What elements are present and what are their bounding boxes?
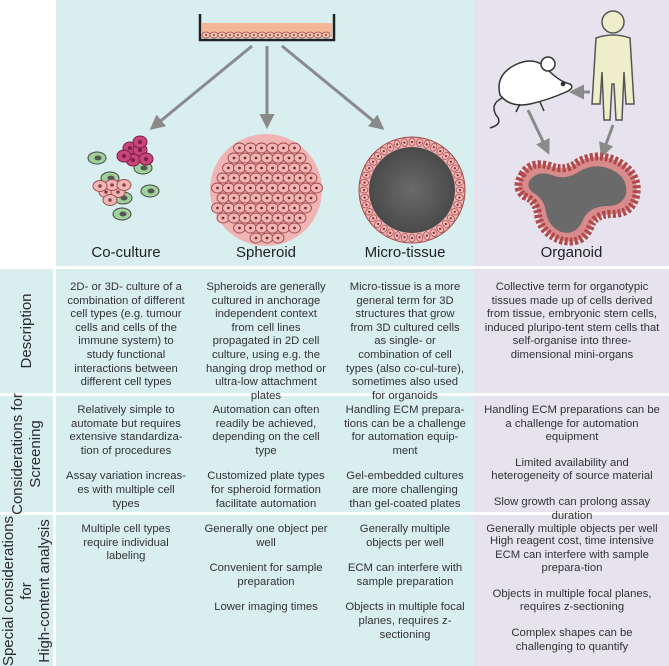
row-label-screening-text: Considerations for Screening	[8, 393, 44, 515]
row-label-description-text: Description	[17, 293, 35, 369]
cell-description-spheroid: Spheroids are generally cultured in anch…	[206, 281, 326, 402]
description-organoid-bg	[474, 269, 669, 393]
column-header-organoid: Organoid	[540, 244, 603, 261]
cell-screening-coculture: Relatively simple to automate but requir…	[66, 404, 186, 510]
cell-description-microtissue: Micro-tissue is a more general term for …	[345, 281, 465, 402]
row-label-hca: Special considerations for High-content …	[0, 515, 53, 666]
spheroid-icon	[210, 134, 323, 246]
culture-dish-icon	[198, 14, 336, 42]
arrow-to-microtissue	[281, 44, 385, 130]
column-header-spheroid: Spheroid	[235, 244, 297, 261]
human-icon	[591, 10, 635, 121]
cell-screening-microtissue: Handling ECM prepara-tions can be a chal…	[344, 404, 466, 510]
column-header-microtissue: Micro-tissue	[364, 244, 446, 261]
arrow-human-to-organoid	[599, 124, 615, 158]
cell-screening-organoid: Handling ECM preparations can be a chall…	[484, 404, 660, 548]
cell-description-coculture: 2D- or 3D- culture of a combination of d…	[67, 281, 185, 389]
cell-hca-coculture: Multiple cell types require individual l…	[81, 523, 171, 563]
organoid-icon	[514, 152, 641, 246]
row-label-screening: Considerations for Screening	[0, 393, 53, 515]
coculture-cells-icon	[87, 135, 160, 221]
row-label-hca-text: Special considerations for High-content …	[0, 515, 53, 666]
arrow-mouse-to-organoid	[526, 109, 550, 155]
cell-screening-spheroid: Automation can often readily be achieved…	[207, 404, 325, 510]
column-header-coculture: Co-culture	[91, 244, 161, 261]
mouse-icon	[489, 56, 573, 129]
description-row-bg	[56, 269, 474, 393]
hca-organoid-bg	[474, 515, 669, 666]
arrow-to-coculture	[149, 44, 253, 130]
row-label-description: Description	[0, 269, 53, 393]
screening-organoid-bg	[474, 396, 669, 512]
culture-models-illustration	[87, 10, 641, 246]
cell-description-organoid: Collective term for organotypic tissues …	[484, 281, 660, 361]
microtissue-icon	[358, 136, 466, 244]
screening-row-bg	[56, 396, 474, 512]
hca-row-bg	[56, 515, 474, 666]
